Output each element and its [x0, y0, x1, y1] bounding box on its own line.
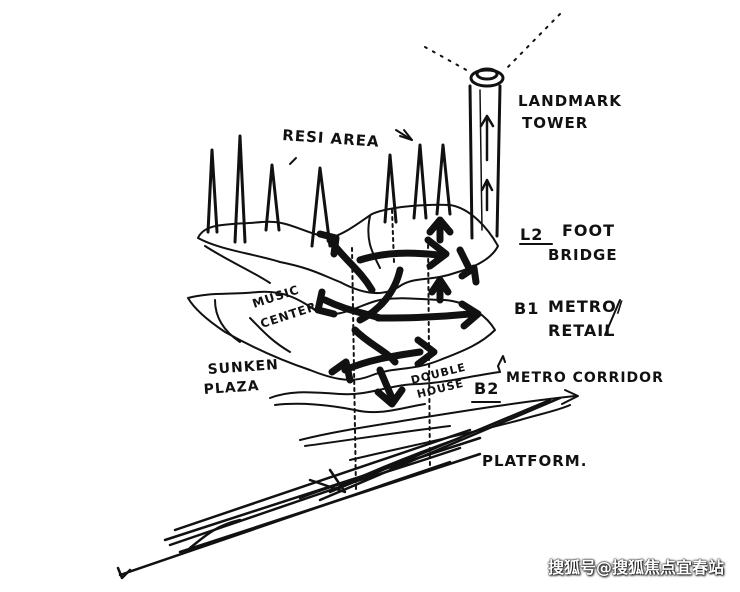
- label-platform: PLATFORM.: [482, 452, 587, 470]
- label-b2: B2: [474, 379, 499, 398]
- label-landmark: LANDMARK: [518, 92, 622, 110]
- b1-retail-level: [187, 290, 496, 381]
- label-foot: FOOT: [562, 221, 615, 240]
- label-tower: TOWER: [522, 114, 588, 132]
- label-metro: METRO/: [548, 297, 624, 316]
- tower-sight-lines: [424, 13, 561, 73]
- label-retail: RETAIL: [548, 321, 615, 340]
- label-metro-corridor: METRO CORRIDOR: [506, 370, 664, 386]
- l2-deck: [197, 203, 499, 294]
- sketch-accents: [289, 129, 621, 403]
- sketch-labels: LANDMARK TOWER RESI AREA L2 FOOT BRIDGE …: [203, 92, 664, 470]
- label-l2: L2: [520, 225, 543, 244]
- label-bridge: BRIDGE: [548, 246, 618, 264]
- watermark: 搜狐号@搜狐焦点宜春站: [547, 558, 724, 577]
- circulation-arrows: [314, 216, 482, 408]
- label-resi-area: RESI AREA: [282, 126, 380, 151]
- residential-spires: [206, 134, 452, 248]
- label-b1: B1: [514, 299, 539, 318]
- label-sunken: SUNKEN: [207, 357, 279, 378]
- landmark-tower: [468, 67, 505, 240]
- label-plaza: PLAZA: [203, 378, 260, 398]
- platform-hatch: [116, 396, 562, 580]
